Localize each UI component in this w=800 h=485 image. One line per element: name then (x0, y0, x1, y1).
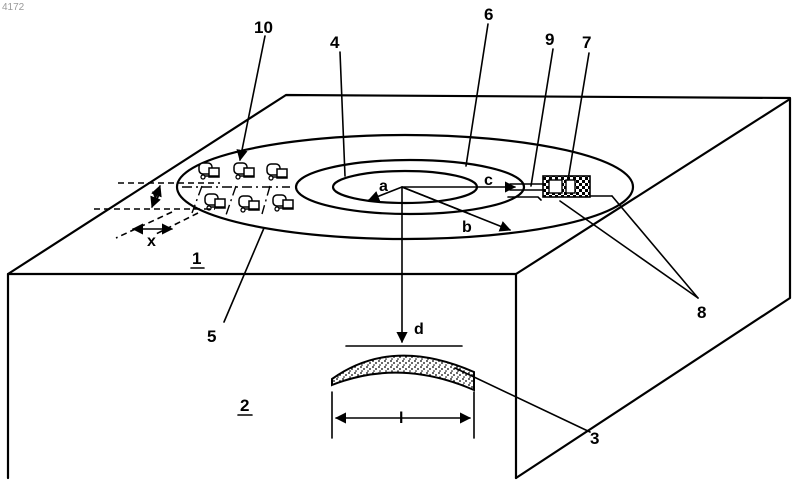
dimension-x: x (116, 212, 198, 250)
arrow-label-a: a (379, 178, 388, 195)
arrow-label-d: d (414, 321, 424, 338)
leader-lines (224, 24, 698, 432)
arrow-label-b: b (462, 219, 472, 236)
label-8: 8 (697, 303, 706, 322)
label-4: 4 (330, 33, 340, 52)
dimension-label-y: y (152, 187, 161, 204)
label-2: 2 (240, 396, 249, 415)
label-10: 10 (254, 18, 273, 37)
dimension-label-l: l (399, 410, 403, 427)
label-9: 9 (545, 30, 554, 49)
arrow-label-c: c (484, 172, 493, 189)
center-arrows (369, 187, 515, 342)
label-3: 3 (590, 429, 599, 448)
page-corner-text: 4172 (2, 2, 25, 13)
label-5: 5 (207, 327, 216, 346)
label-6: 6 (484, 5, 493, 24)
buried-target: l (332, 346, 474, 438)
label-7: 7 (582, 33, 591, 52)
dimension-label-x: x (147, 233, 156, 250)
label-1: 1 (192, 249, 201, 268)
